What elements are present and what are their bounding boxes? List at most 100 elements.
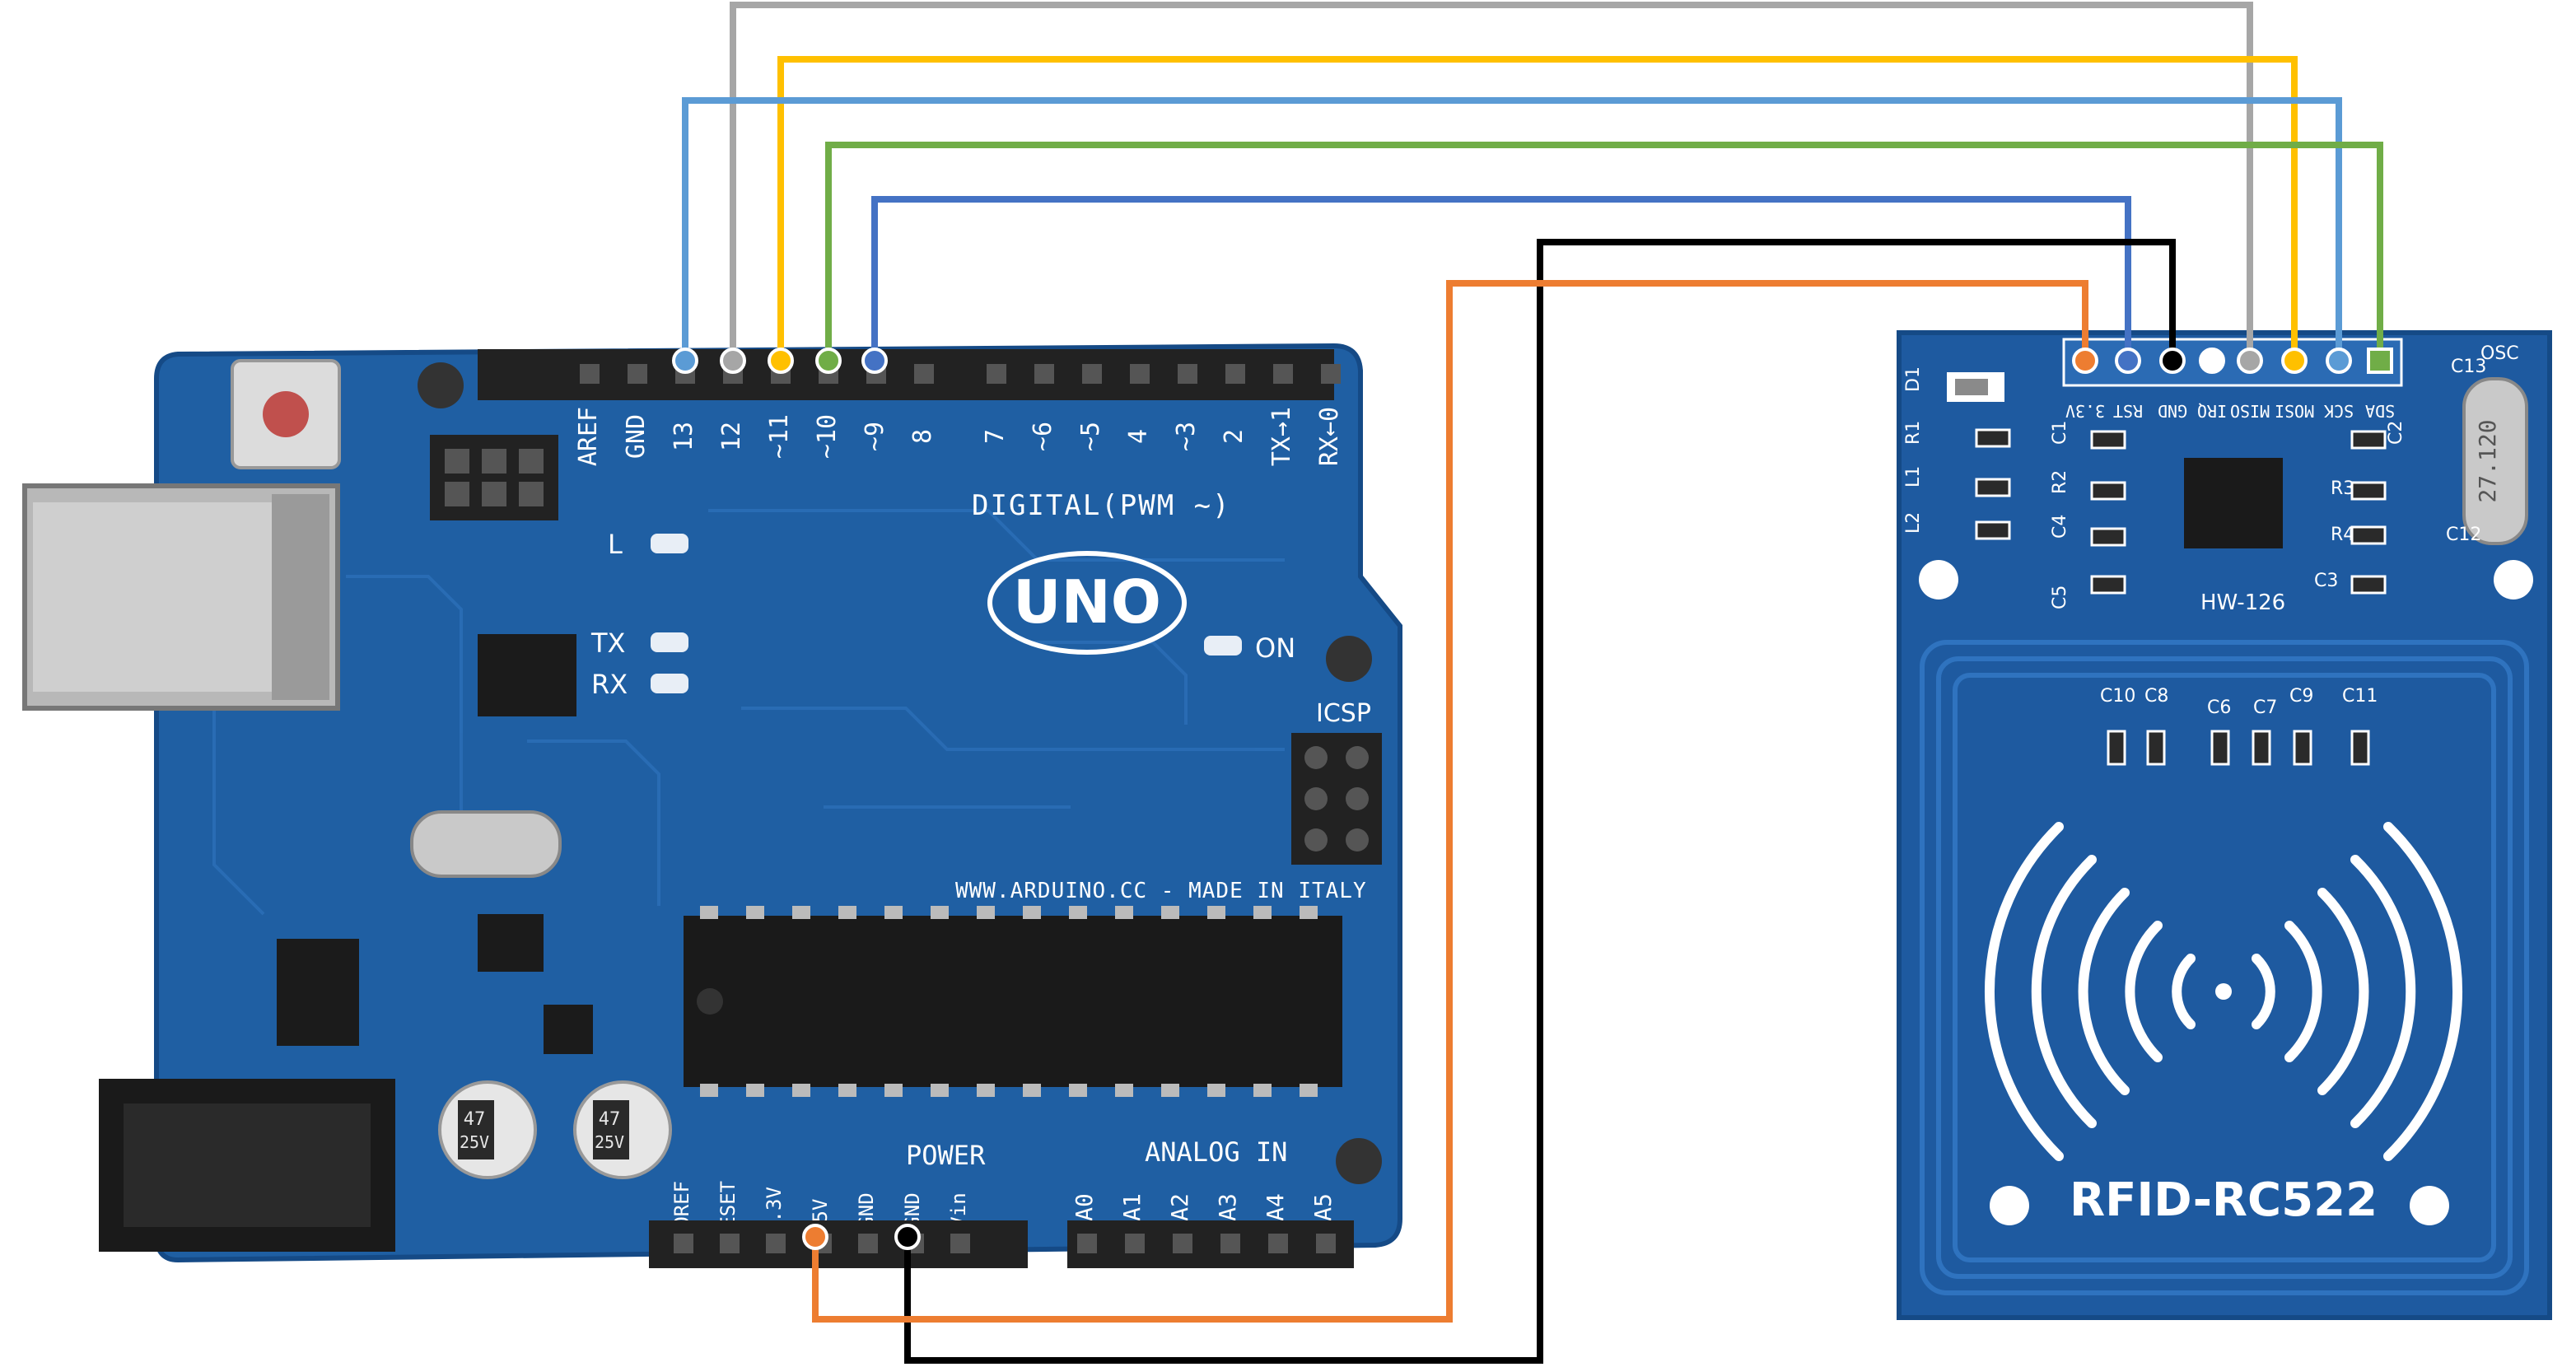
rfid-pin-dot-miso: [2237, 348, 2263, 374]
digital-pin-label: ~3: [1172, 422, 1201, 451]
chip-pin: [1253, 906, 1272, 919]
analog-pin-label: A0: [1071, 1193, 1098, 1221]
digital-pin-label: 4: [1124, 429, 1153, 444]
component-label: C11: [2342, 686, 2378, 707]
led-rx-label: RX: [591, 669, 628, 700]
mounting-hole: [1990, 1186, 2029, 1225]
reset-button[interactable]: [231, 359, 341, 469]
crystal-oscillator: [410, 810, 562, 878]
digital-pin-label: ~5: [1076, 422, 1105, 451]
header-hole: [1034, 364, 1054, 384]
header-hole: [1220, 1234, 1240, 1253]
svg-text:47: 47: [464, 1109, 486, 1130]
mounting-hole: [1919, 560, 1958, 600]
component-label: R4: [2331, 525, 2354, 545]
rfid-pin-label: SCK: [2324, 401, 2354, 421]
rfid-name: RFID-RC522: [2070, 1173, 2378, 1227]
pin-dot-9: [861, 348, 888, 374]
digital-pin-label: GND: [622, 414, 651, 459]
chip-pin: [792, 1084, 810, 1097]
header-hole: [1130, 364, 1150, 384]
osc-label: OSC: [2480, 343, 2519, 364]
header-hole: [1173, 1234, 1192, 1253]
header-hole: [1273, 364, 1293, 384]
header-hole: [766, 1234, 786, 1253]
rfid-pin-dot-3v3: [2072, 348, 2098, 374]
rfid-pin-label: 3.3V: [2065, 401, 2105, 421]
chip-pin: [1207, 1084, 1225, 1097]
chip-pin: [700, 906, 718, 919]
chip-pin: [746, 906, 764, 919]
component-label: C4: [2050, 515, 2070, 539]
chip-pin: [792, 906, 810, 919]
wires: [682, 2, 2383, 1364]
component-label: R3: [2331, 478, 2354, 499]
led-l: [651, 534, 688, 553]
digital-pin-label: ~6: [1029, 422, 1057, 451]
mounting-hole: [1336, 1138, 1382, 1184]
component-label: C2: [2386, 421, 2406, 445]
chip-pin: [1300, 1084, 1318, 1097]
component-label: C9: [2289, 686, 2313, 707]
rfid-pin-label: MOSI: [2275, 401, 2314, 421]
pin-dot-13: [672, 348, 698, 374]
wire-12-to-miso: [730, 2, 2253, 357]
component-label: C8: [2144, 686, 2168, 707]
header-hole: [858, 1234, 878, 1253]
component-label: C1: [2050, 421, 2070, 445]
led-tx: [651, 632, 688, 652]
icsp-label: ICSP: [1316, 699, 1371, 728]
analog-pin-label: A2: [1166, 1193, 1193, 1221]
component-label: L2: [1903, 512, 1924, 534]
component-label: C7: [2253, 697, 2277, 718]
chip-pin: [700, 1084, 718, 1097]
component-label: C6: [2207, 697, 2231, 718]
electrolytic-capacitor: 47 25V: [573, 1080, 672, 1179]
led-tx-label: TX: [590, 628, 625, 659]
mounting-hole: [2494, 560, 2533, 600]
chip-pin: [977, 1084, 995, 1097]
svg-text:27.120: 27.120: [2474, 419, 2501, 502]
uno-logo: UNO: [987, 551, 1187, 655]
digital-pin-label: 12: [717, 422, 746, 451]
rfid-crystal: 27.120: [2462, 377, 2528, 545]
chip-pin: [1161, 1084, 1179, 1097]
dc-power-jack: [99, 1079, 395, 1252]
chip-pin: [746, 1084, 764, 1097]
analog-pin-label: A4: [1262, 1193, 1289, 1221]
component-label: C12: [2446, 525, 2481, 545]
header-hole: [950, 1234, 970, 1253]
analog-pin-label: A1: [1118, 1193, 1146, 1221]
rfid-pin-label: IRQ: [2197, 401, 2227, 421]
analog-header: [1067, 1220, 1354, 1268]
chip-pin: [884, 1084, 903, 1097]
wire-9-to-rst: [871, 196, 2131, 357]
rfid-pin-label: SDA: [2365, 401, 2395, 421]
power-pin-label: 5V: [809, 1199, 832, 1223]
chip-pin: [1023, 906, 1041, 919]
wire-3v3-to-3v3: [812, 280, 2088, 1323]
led-on-label: ON: [1255, 632, 1295, 664]
mfrc522-chip: [2184, 458, 2283, 548]
rfid-pin-dot-irq: [2199, 348, 2225, 374]
pin-dot-12: [720, 348, 746, 374]
digital-pin-label: TX→1: [1267, 407, 1296, 466]
website-label: WWW.ARDUINO.CC - MADE IN ITALY: [955, 879, 1367, 903]
chip-pin: [931, 906, 949, 919]
digital-pin-label: AREF: [574, 407, 603, 466]
header-hole: [580, 364, 600, 384]
chip-pin: [1115, 1084, 1133, 1097]
component-label: L1: [1903, 466, 1924, 488]
icsp-header: ICSP: [1291, 699, 1382, 865]
rfid-pin-dot-gnd: [2159, 348, 2186, 374]
connection-points: [672, 348, 2393, 1250]
analog-pin-label: A3: [1214, 1193, 1241, 1221]
svg-text:UNO: UNO: [1013, 567, 1161, 637]
chip-pin: [1115, 906, 1133, 919]
pin-dot-3v3: [802, 1224, 828, 1250]
chip-pin: [1161, 906, 1179, 919]
